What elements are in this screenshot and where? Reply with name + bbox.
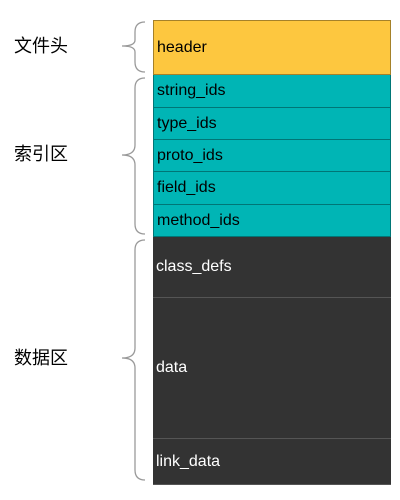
block-class-defs: class_defs (153, 237, 391, 298)
label-index-area: 索引区 (14, 144, 68, 165)
label-data-area: 数据区 (14, 348, 68, 369)
label-file-header: 文件头 (14, 36, 68, 57)
block-method-ids: method_ids (153, 205, 391, 237)
block-string-ids: string_ids (153, 75, 391, 108)
brace-data (121, 239, 146, 481)
block-data: data (153, 298, 391, 439)
block-type-ids: type_ids (153, 108, 391, 140)
brace-header (121, 21, 146, 73)
block-link-data: link_data (153, 439, 391, 485)
brace-index (121, 77, 146, 235)
block-proto-ids: proto_ids (153, 140, 391, 172)
block-header: header (153, 20, 391, 75)
block-field-ids: field_ids (153, 172, 391, 205)
